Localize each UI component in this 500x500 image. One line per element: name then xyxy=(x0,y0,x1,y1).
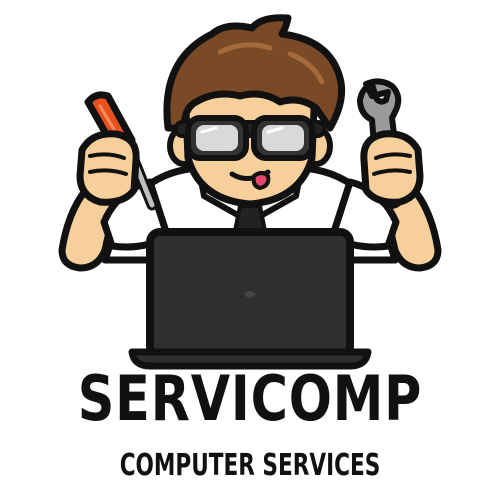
brand-name: SERVICOMP xyxy=(77,362,423,435)
hair xyxy=(163,14,346,132)
technician-mascot-icon xyxy=(58,14,442,370)
laptop-icon xyxy=(128,228,372,370)
tongue xyxy=(251,171,271,190)
right-hand xyxy=(360,130,424,206)
tagline: COMPUTER SERVICES xyxy=(119,448,381,483)
left-hand xyxy=(76,130,140,206)
goggles-icon xyxy=(174,115,326,161)
